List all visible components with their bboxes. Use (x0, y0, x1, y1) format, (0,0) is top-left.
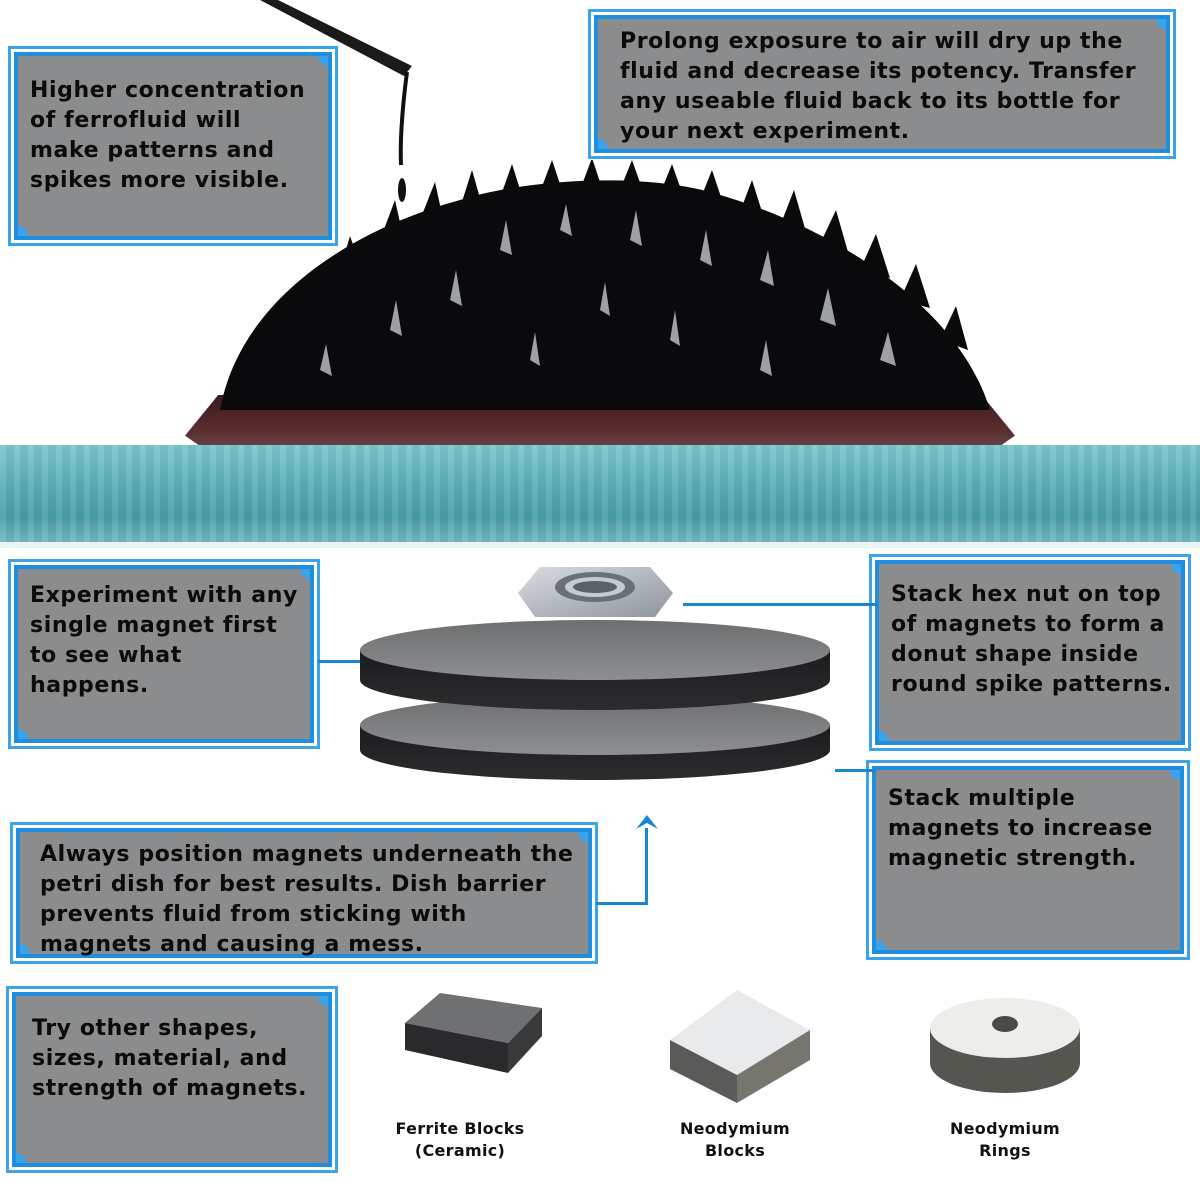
product-ferrite-blocks: Ferrite Blocks (Ceramic) (380, 1118, 540, 1162)
water-texture (0, 445, 1200, 548)
callout-hex-nut-text: Stack hex nut on top of magnets to form … (891, 582, 1172, 697)
frame-corner (300, 569, 310, 579)
frame-corner (578, 832, 588, 842)
callout-stack-multiple: Stack multiple magnets to increase magne… (872, 766, 1184, 954)
water-edge (0, 542, 1200, 548)
connector-position-vertical (645, 828, 648, 905)
callout-stack-multiple-text: Stack multiple magnets to increase magne… (888, 786, 1153, 871)
callout-concentration-text: Higher concentration of ferrofluid will … (30, 78, 306, 193)
product-label-line2: Rings (979, 1141, 1031, 1160)
callout-position-magnets-text: Always position magnets underneath the p… (40, 842, 574, 957)
frame-corner (18, 226, 28, 236)
callout-concentration: Higher concentration of ferrofluid will … (14, 52, 332, 240)
callout-position-magnets: Always position magnets underneath the p… (16, 828, 592, 958)
callout-other-shapes-text: Try other shapes, sizes, material, and s… (32, 1016, 308, 1101)
callout-single-magnet: Experiment with any single magnet first … (14, 565, 314, 743)
frame-corner (318, 56, 328, 66)
product-neodymium-rings: Neodymium Rings (930, 1118, 1080, 1162)
arrow-up-icon (636, 815, 658, 829)
dropper-icon (260, 0, 412, 202)
ferrofluid-spikes (220, 160, 990, 410)
water-surface (0, 445, 1200, 548)
frame-corner (598, 139, 608, 149)
callout-single-magnet-text: Experiment with any single magnet first … (30, 583, 298, 698)
frame-corner (876, 940, 886, 950)
callout-other-shapes: Try other shapes, sizes, material, and s… (12, 992, 332, 1167)
product-label-line2: (Ceramic) (414, 1141, 506, 1160)
frame-corner (1170, 770, 1180, 780)
neodymium-block-image (670, 990, 810, 1103)
frame-corner (1156, 19, 1166, 29)
connector-hex-nut (683, 603, 878, 606)
frame-corner (318, 996, 328, 1006)
neodymium-ring-image (930, 998, 1080, 1093)
product-neodymium-blocks: Neodymium Blocks (660, 1118, 810, 1162)
frame-corner (879, 731, 889, 741)
ferrite-block-image (405, 993, 542, 1073)
frame-corner (1171, 564, 1181, 574)
frame-corner (18, 729, 28, 739)
frame-corner (16, 1153, 26, 1163)
callout-air-exposure-text: Prolong exposure to air will dry up the … (620, 29, 1137, 144)
product-label-line1: Ferrite Blocks (395, 1119, 525, 1138)
callout-air-exposure: Prolong exposure to air will dry up the … (594, 15, 1170, 153)
callout-hex-nut: Stack hex nut on top of magnets to form … (875, 560, 1185, 745)
product-label-line2: Blocks (704, 1141, 766, 1160)
product-label-line1: Neodymium (679, 1119, 791, 1138)
product-label-line1: Neodymium (949, 1119, 1061, 1138)
frame-corner (20, 944, 30, 954)
magnet-stack-with-hex-nut (360, 567, 830, 780)
connector-single-magnet (318, 660, 360, 663)
connector-stack-multiple (835, 769, 875, 772)
connector-position-horizontal (596, 902, 648, 905)
